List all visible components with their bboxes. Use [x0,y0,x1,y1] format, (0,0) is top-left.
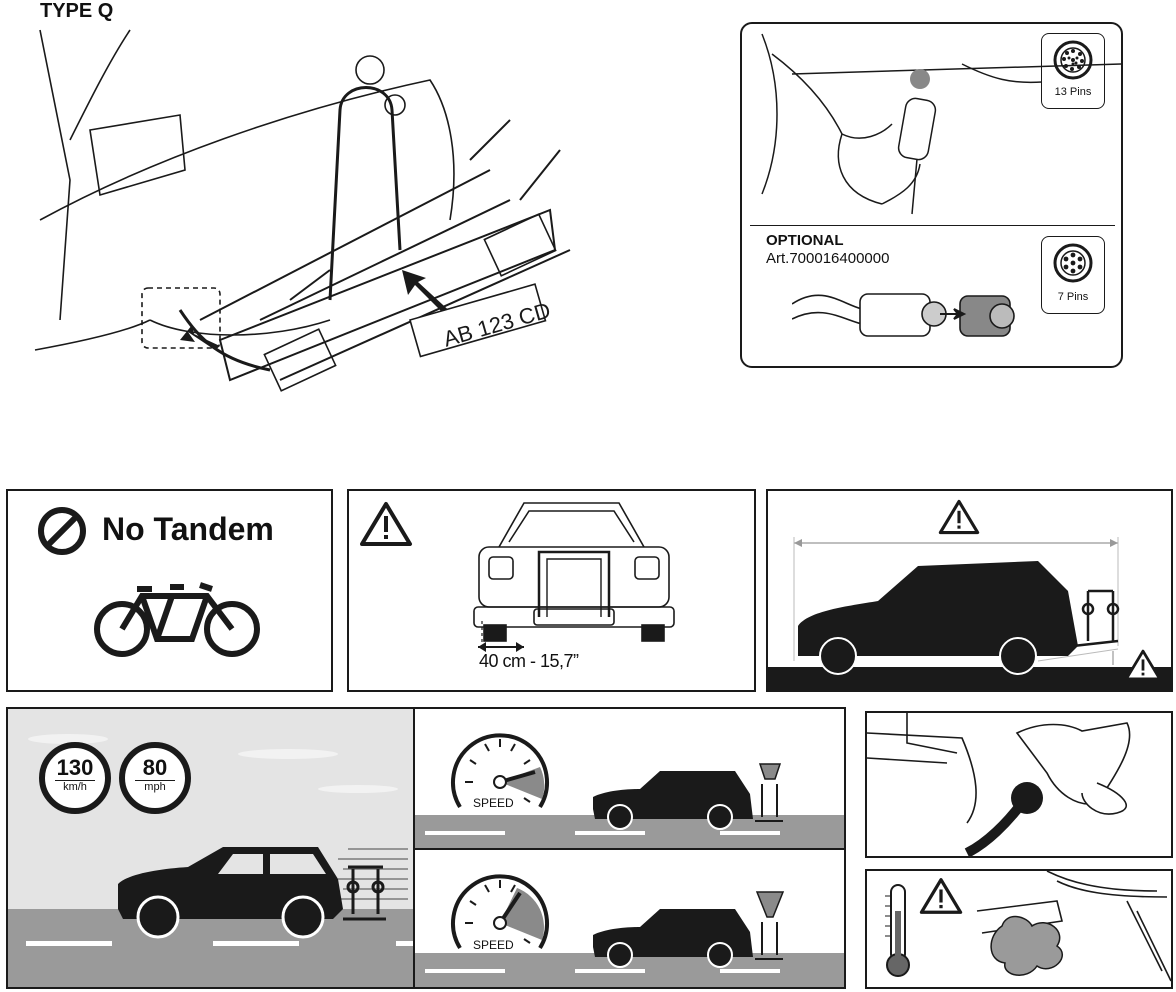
speed-limit-value-mph: 80 [142,755,168,780]
speed-load-panel-light: SPEED [413,707,846,850]
warning-triangle-small-icon [1124,649,1162,681]
speed-limit-unit-kmh: km/h [63,781,87,793]
socket-13-pin-icon [1053,40,1093,80]
no-tandem-label: No Tandem [102,511,274,547]
heat-warning-panel [865,869,1173,989]
socket-7-pin-icon [1053,243,1093,283]
speed-limit-divider [55,780,95,781]
pins13-label: 13 Pins [1054,86,1092,98]
length-clearance-panel [766,489,1173,692]
road-car-light-load-illustration [415,763,844,848]
no-tandem-panel: No Tandem [6,489,333,692]
speedometer-heavy-icon [451,874,549,950]
warning-triangle-icon [360,502,412,546]
car-side-silhouette-illustration [768,537,1171,690]
pins13-badge: 13 Pins [1041,33,1105,109]
width-measure-label: 40 cm - 15,7” [479,651,579,671]
cleaning-towball-illustration [867,713,1131,856]
speed-load-panel-heavy: SPEED [413,848,846,989]
car-rear-view-illustration [473,502,675,642]
exhaust-heat-illustration [976,871,1171,982]
speed-limit-unit-mph: mph [144,781,166,793]
clean-towball-panel [865,711,1173,858]
page-title: TYPE Q [40,0,114,22]
road-car-heavy-load-illustration [415,891,844,987]
tandem-bicycle-icon [94,582,260,657]
connector-panel: 13 Pins OPTIONAL Art.700016400000 7 Pins [740,22,1123,368]
speed-limit-panel: 130 km/h 80 mph [6,707,415,989]
thermometer-icon [885,884,910,977]
prohibited-icon [38,507,86,555]
hands-plugging-connector-illustration [761,33,1121,215]
pins7-label: 7 Pins [1057,291,1089,303]
optional-label: OPTIONAL [766,232,844,249]
width-measure-arrow [478,621,524,652]
speed-label-heavy: SPEED [473,938,514,952]
speedometer-light-icon [451,733,549,809]
pins7-badge: 7 Pins [1041,236,1105,314]
rear-width-panel: 40 cm - 15,7” [347,489,756,692]
warning-triangle-icon [919,878,963,914]
road-scene-illustration [8,734,413,987]
panel-divider [750,225,1115,226]
rack-on-car-illustration [34,29,571,392]
speed-label-light: SPEED [473,796,514,810]
adapter-plug-illustration [792,293,1015,337]
article-number: Art.700016400000 [766,250,890,267]
speed-limit-sign-kmh: 130 km/h [39,742,111,814]
warning-triangle-icon [938,499,980,535]
speed-limit-divider [135,780,175,781]
speed-limit-value-kmh: 130 [56,755,94,780]
speed-limit-sign-mph: 80 mph [119,742,191,814]
